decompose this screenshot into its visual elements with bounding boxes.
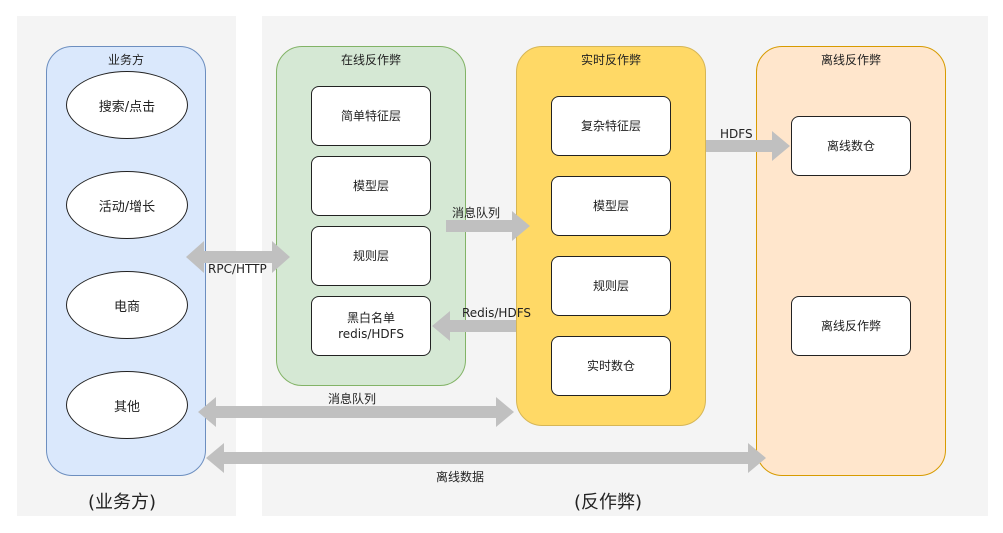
business-caption: (业务方) — [88, 492, 157, 513]
rpc-http-double-arrow — [186, 241, 290, 273]
anticheat-caption: (反作弊) — [574, 492, 643, 513]
mq-bottom-double-arrow — [198, 397, 514, 427]
business-item-search-click: 搜索/点击 — [66, 71, 188, 139]
realtime-rule-layer: 规则层 — [551, 256, 671, 316]
realtime-model-layer: 模型层 — [551, 176, 671, 236]
business-item-ecommerce: 电商 — [66, 271, 188, 339]
mq-top-right-arrow — [446, 211, 530, 241]
business-item-activity-growth: 活动/增长 — [66, 171, 188, 239]
offline-data-label: 离线数据 — [436, 470, 485, 484]
online-rule-layer: 规则层 — [311, 226, 431, 286]
offline-anticheat-lane-title: 离线反作弊 — [820, 53, 881, 67]
online-model-layer: 模型层 — [311, 156, 431, 216]
business-item-other: 其他 — [66, 371, 188, 439]
realtime-anticheat-lane-title: 实时反作弊 — [580, 53, 641, 67]
hdfs-right-arrow — [706, 131, 790, 161]
realtime-data-warehouse: 实时数仓 — [551, 336, 671, 396]
online-simple-feature-layer: 简单特征层 — [311, 86, 431, 146]
offline-data-double-arrow — [206, 443, 766, 473]
redis-hdfs-left-arrow — [432, 311, 516, 341]
mq-top-label: 消息队列 — [452, 206, 501, 220]
offline-anticheat-box: 离线反作弊 — [791, 296, 911, 356]
hdfs-label: HDFS — [720, 127, 753, 141]
blackwhite-list-storage: redis/HDFS — [338, 327, 404, 341]
redis-hdfs-label: Redis/HDFS — [462, 306, 531, 320]
mq-bottom-label: 消息队列 — [328, 392, 377, 406]
business-lane-title: 业务方 — [107, 53, 144, 67]
online-blackwhite-list: 黑白名单 redis/HDFS — [311, 296, 431, 356]
rpc-http-label: RPC/HTTP — [208, 262, 267, 276]
offline-data-warehouse: 离线数仓 — [791, 116, 911, 176]
online-anticheat-lane-title: 在线反作弊 — [340, 53, 401, 67]
realtime-complex-feature-layer: 复杂特征层 — [551, 96, 671, 156]
blackwhite-list-title: 黑白名单 — [346, 311, 395, 325]
